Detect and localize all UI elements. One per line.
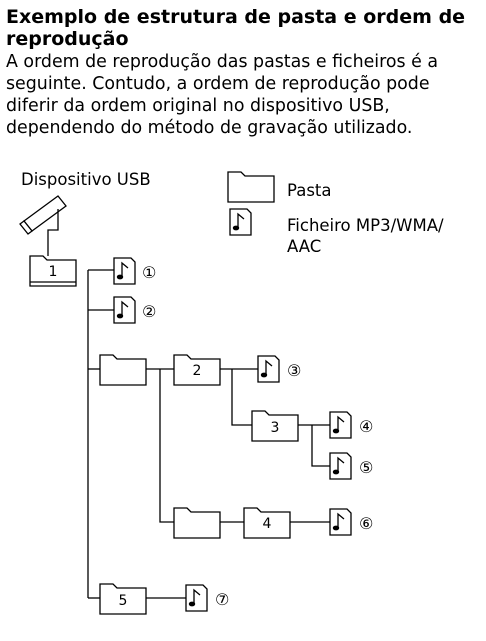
music-note-file-icon	[113, 296, 136, 324]
usb-stick-icon	[19, 195, 67, 235]
play-order-number: ⑤	[359, 458, 373, 477]
folder-unnamed-b	[173, 507, 221, 539]
file-3: ③	[257, 355, 301, 383]
folder-2: 2	[173, 354, 221, 386]
file-1: ①	[113, 257, 156, 285]
legend-file-label-cont: AAC	[287, 237, 321, 256]
folder-1: 1	[29, 255, 77, 287]
music-note-file-icon	[257, 355, 280, 383]
folder-label: 3	[271, 420, 280, 436]
play-order-number: ②	[142, 302, 156, 321]
intro-paragraph: A ordem de reprodução das pastas e fiche…	[6, 52, 439, 138]
folder-label: 4	[263, 516, 272, 532]
folder-unnamed-a	[99, 354, 147, 386]
section-heading: Exemplo de estrutura de pasta e ordem de…	[6, 6, 466, 50]
folder-5: 5	[99, 583, 147, 615]
file-5: ⑤	[329, 452, 373, 480]
file-4: ④	[329, 411, 373, 439]
play-order-number: ①	[142, 263, 156, 282]
play-order-number: ⑦	[215, 590, 229, 609]
music-note-file-icon	[329, 411, 352, 439]
music-note-file-icon	[229, 208, 252, 236]
music-note-file-icon	[329, 508, 352, 536]
music-note-file-icon	[329, 452, 352, 480]
file-2: ②	[113, 296, 156, 324]
play-order-number: ⑥	[359, 514, 373, 533]
tree-lines	[47, 209, 330, 599]
folder-icon	[99, 354, 147, 386]
file-6: ⑥	[329, 508, 373, 536]
legend: Pasta Ficheiro MP3/WMA/ AAC	[227, 171, 444, 256]
legend-folder-label: Pasta	[287, 181, 332, 200]
play-order-number: ③	[287, 361, 301, 380]
device-label: Dispositivo USB	[21, 170, 151, 189]
folder-4: 4	[243, 507, 291, 539]
folder-icon	[173, 507, 221, 539]
legend-file-label: Ficheiro MP3/WMA/	[287, 216, 444, 235]
folder-label: 1	[49, 264, 58, 280]
folder-3: 3	[251, 410, 299, 442]
music-note-file-icon	[185, 584, 208, 612]
file-7: ⑦	[185, 584, 229, 612]
folder-label: 5	[119, 593, 128, 609]
music-note-file-icon	[113, 257, 136, 285]
folder-icon	[227, 171, 275, 203]
play-order-number: ④	[359, 417, 373, 436]
folder-label: 2	[193, 363, 202, 379]
